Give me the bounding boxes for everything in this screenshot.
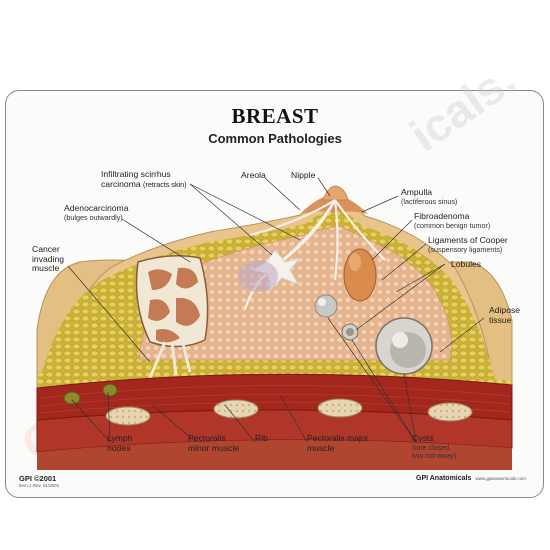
- leader-lines: [67, 177, 485, 443]
- label-fibroadenoma-note: (common benign tumor): [414, 220, 491, 230]
- label-lymph-line1: Lymph: [107, 433, 133, 443]
- label-pec-minor-line1: Pectoralis: [188, 433, 226, 443]
- bruise-area: [238, 260, 278, 292]
- label-adipose-tissue: Adipose tissue: [489, 305, 521, 325]
- rib-1: [105, 406, 151, 426]
- page-subtitle: Common Pathologies: [208, 131, 342, 146]
- rib-4: [427, 402, 473, 422]
- label-lobules: Lobules: [451, 259, 482, 269]
- label-cysts: Cysts (one closed, two cut-away): [412, 433, 457, 460]
- label-adeno-note: (bulges outwardly): [64, 212, 123, 222]
- label-cancer-invading-muscle: Cancer invading muscle: [32, 244, 65, 274]
- adenocarcinoma-lobes: [148, 267, 200, 343]
- brand-url: www.gpianatomicals.com: [475, 476, 526, 481]
- label-ligaments-cooper: Ligaments of Cooper (suspensory ligament…: [428, 235, 508, 254]
- copyright-text: GPI ©2001: [19, 474, 57, 483]
- label-adenocarcinoma: Adenocarcinoma (bulges outwardly): [64, 203, 129, 222]
- fibroadenoma-mass: [343, 248, 377, 302]
- brand-name: GPI Anatomicals: [416, 475, 472, 482]
- label-pectoralis-minor: Pectoralis minor muscle: [188, 433, 240, 453]
- label-infiltrating-line2: carcinoma: [101, 178, 141, 189]
- label-pec-major-line2: muscle: [307, 442, 335, 453]
- deep-layer: [37, 439, 512, 470]
- label-nipple: Nipple: [291, 170, 316, 180]
- rib-3: [317, 398, 363, 418]
- label-cancer-line3: muscle: [32, 263, 60, 274]
- lymph-node-2: [102, 383, 118, 397]
- lymph-node-1: [63, 391, 81, 405]
- label-pec-minor-line2: minor muscle: [188, 442, 240, 453]
- label-ampulla-note: (lactiferous sinus): [401, 196, 458, 206]
- nipple-shape: [322, 185, 349, 201]
- label-fibroadenoma-main: Fibroadenoma: [414, 211, 470, 221]
- cyst-closed: [314, 294, 338, 318]
- label-fibroadenoma: Fibroadenoma (common benign tumor): [414, 211, 491, 230]
- label-ampulla-main: Ampulla: [401, 187, 433, 197]
- label-adipose-line1: Adipose: [489, 305, 521, 315]
- label-pec-major-line1: Pectoralis major: [307, 433, 369, 443]
- page-title: BREAST: [231, 104, 319, 128]
- label-pectoralis-major: Pectoralis major muscle: [307, 433, 369, 453]
- label-cysts-note2: two cut-away): [412, 451, 457, 460]
- label-infiltrating-main: Infiltrating scirrhus: [101, 169, 171, 179]
- label-cysts-note1: (one closed,: [412, 442, 452, 452]
- label-adeno-main: Adenocarcinoma: [64, 203, 129, 213]
- label-cysts-main: Cysts: [412, 433, 434, 443]
- label-infiltrating-note: (retracts skin): [143, 179, 187, 189]
- label-cancer-line1: Cancer: [32, 244, 60, 254]
- catalog-text: Item 1 Rev. 01/2001: [19, 483, 60, 488]
- label-ampulla: Ampulla (lactiferous sinus): [401, 187, 458, 206]
- rib-2: [213, 399, 259, 419]
- label-lymph-nodes: Lymph nodes: [107, 433, 133, 453]
- label-cancer-line2: invading: [32, 253, 65, 264]
- invasive-roots: [148, 339, 192, 379]
- label-areola: Areola: [241, 170, 266, 180]
- label-rib: Rib: [255, 433, 268, 443]
- label-cooper-main: Ligaments of Cooper: [428, 235, 508, 245]
- label-lymph-line2: nodes: [107, 442, 131, 453]
- label-cooper-note: (suspensory ligaments): [428, 244, 503, 254]
- label-adipose-line2: tissue: [489, 314, 512, 325]
- label-infiltrating-carcinoma: Infiltrating scirrhus carcinoma (retract…: [101, 169, 187, 189]
